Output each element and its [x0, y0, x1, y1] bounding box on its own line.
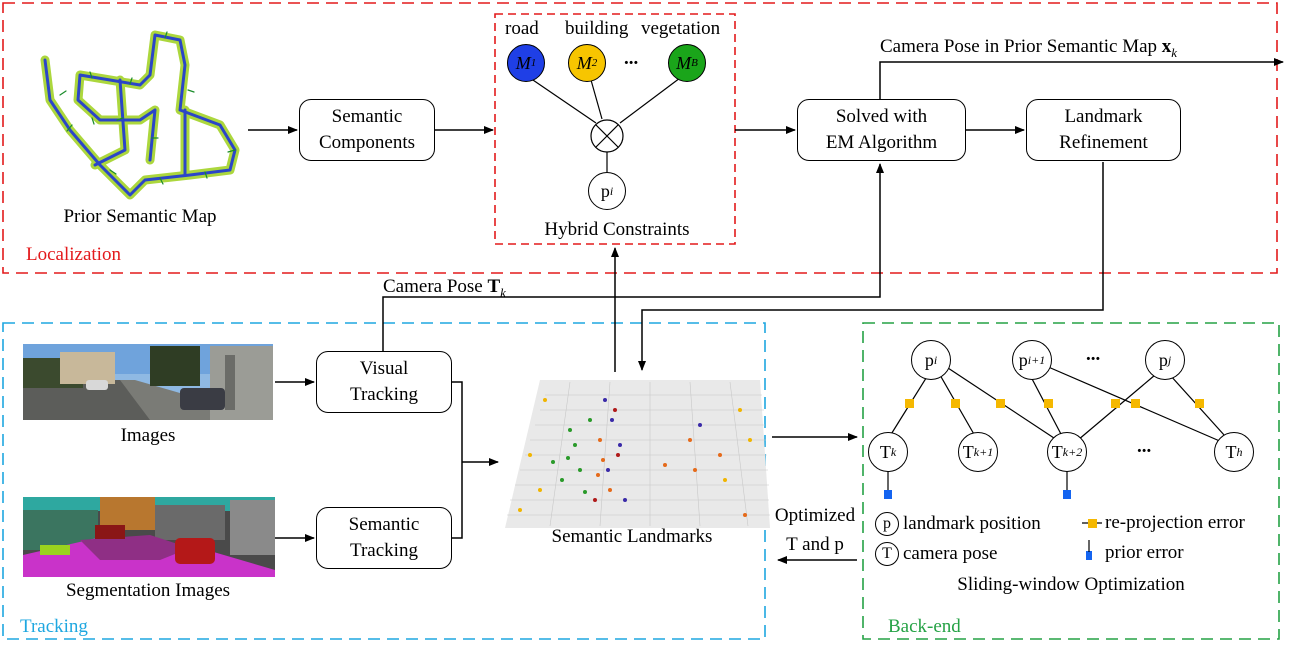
pi-sub: i	[609, 183, 614, 198]
pi-symbol: p	[600, 180, 610, 201]
backend-pi1-symbol: p	[1018, 349, 1028, 370]
semantic-components-line2: Components	[318, 132, 416, 153]
hybrid-constraints-label: Hybrid Constraints	[544, 219, 690, 240]
camera-pose-t-text: Camera Pose	[383, 276, 483, 297]
arrow-camera-pose-t	[382, 163, 884, 353]
backend-pj-symbol: p	[1158, 349, 1168, 370]
category-vegetation: vegetation	[641, 18, 721, 39]
camera-pose-prior-symbol: x	[1161, 36, 1172, 57]
m2-symbol: M	[576, 52, 592, 73]
camera-pose-prior-label: Camera Pose in Prior Semantic Map xk	[880, 36, 1177, 64]
em-line2: EM Algorithm	[825, 132, 938, 153]
localization-title: Localization	[26, 244, 121, 265]
refinement-line1: Landmark	[1064, 106, 1143, 127]
semantic-tracking-line1: Semantic	[348, 514, 420, 535]
backend-tk1-symbol: T	[962, 441, 974, 462]
semantic-tracking-box: Semantic Tracking	[316, 507, 452, 569]
camera-pose-t-label: Camera Pose Tk	[383, 276, 506, 304]
legend-pose-label: camera pose	[903, 543, 998, 564]
backend-title: Back-end	[888, 616, 961, 637]
mb-sub: B	[691, 57, 698, 69]
m2-sub: 2	[591, 57, 598, 69]
landmark-refinement-box: Landmark Refinement	[1026, 99, 1181, 161]
camera-pose-t-symbol: T	[487, 276, 501, 297]
optimized-line2: T and p	[786, 534, 844, 555]
semantic-tracking-line2: Tracking	[350, 540, 418, 561]
legend-reprojection-label: re-projection error	[1105, 512, 1245, 533]
backend-frame	[862, 322, 1280, 640]
legend-pose-symbol: T	[875, 542, 899, 566]
prior-semantic-map-image	[40, 30, 240, 200]
backend-pose-dots: ...	[1137, 436, 1152, 457]
arrow-camera-pose-prior	[879, 58, 1284, 100]
camera-pose-t-sub: k	[500, 284, 506, 300]
category-road: road	[505, 18, 539, 39]
refinement-line2: Refinement	[1059, 132, 1148, 153]
arrow-refinement-to-landmarks	[638, 162, 1104, 371]
em-line1: Solved with	[835, 106, 928, 127]
merge-line	[452, 381, 463, 539]
backend-tk-symbol: T	[879, 441, 891, 462]
backend-pi1-sub: i+1	[1027, 352, 1046, 367]
backend-tk2-symbol: T	[1051, 441, 1063, 462]
images-label: Images	[120, 425, 176, 446]
visual-tracking-line1: Visual	[359, 358, 409, 379]
prior-map-label: Prior Semantic Map	[63, 206, 217, 227]
tracking-title: Tracking	[20, 616, 88, 637]
camera-pose-prior-text: Camera Pose in Prior Semantic Map	[880, 36, 1158, 57]
legend-landmark-label: landmark position	[903, 513, 1041, 534]
backend-pj-sub: j	[1167, 352, 1172, 367]
prior-error-markers	[884, 490, 1092, 560]
camera-pose-prior-sub: k	[1171, 44, 1178, 60]
backend-th-sub: h	[1236, 444, 1243, 459]
optimized-line1: Optimized	[774, 505, 856, 526]
reprojection-error-markers	[905, 399, 1204, 528]
segmentation-image	[23, 497, 275, 577]
backend-landmark-dots: ...	[1086, 344, 1101, 365]
localization-frame	[2, 2, 1278, 274]
backend-pi-symbol: p	[924, 349, 934, 370]
legend-landmark-symbol: p	[875, 512, 899, 536]
semantic-components-line1: Semantic	[331, 106, 403, 127]
em-algorithm-box: Solved with EM Algorithm	[797, 99, 966, 161]
hybrid-connections	[529, 77, 681, 172]
m1-symbol: M	[515, 52, 531, 73]
semantic-landmarks-cloud	[505, 380, 770, 528]
mb-symbol: M	[676, 52, 692, 73]
category-building: building	[565, 18, 629, 39]
hybrid-constraints-frame	[494, 13, 736, 245]
sliding-window-caption: Sliding-window Optimization	[957, 574, 1185, 595]
semantic-components-box: Semantic Components	[299, 99, 435, 161]
street-camera-image	[23, 344, 273, 420]
visual-tracking-line2: Tracking	[350, 384, 418, 405]
legend-prior-label: prior error	[1105, 542, 1184, 563]
hybrid-dots: ...	[624, 48, 639, 69]
backend-th-symbol: T	[1225, 441, 1237, 462]
backend-tk-sub: k	[890, 444, 897, 459]
m1-sub: 1	[530, 57, 537, 69]
semantic-landmarks-label: Semantic Landmarks	[551, 526, 713, 547]
backend-tk1-sub: k+1	[973, 444, 994, 459]
backend-tk2-sub: k+2	[1062, 444, 1083, 459]
segmentation-images-label: Segmentation Images	[65, 580, 231, 601]
visual-tracking-box: Visual Tracking	[316, 351, 452, 413]
backend-pi-sub: i	[933, 352, 938, 367]
